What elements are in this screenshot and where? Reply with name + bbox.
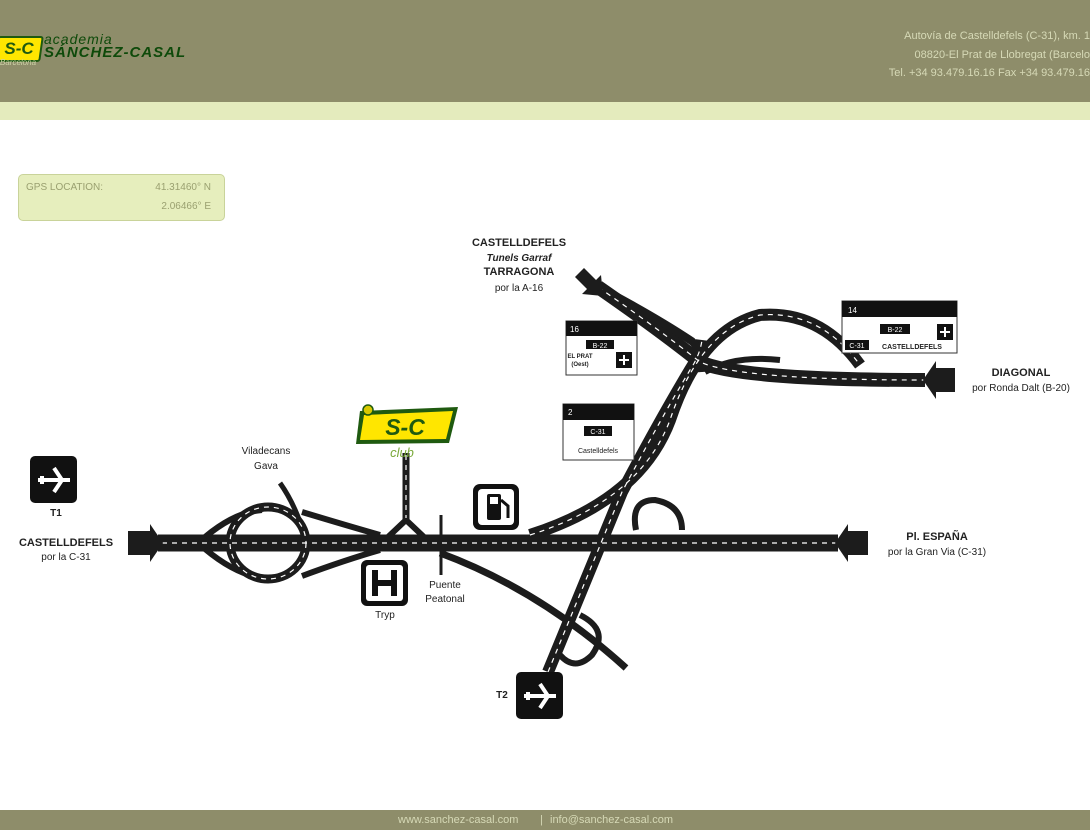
arrow-pl-espana — [835, 524, 868, 562]
sign3-road-2: C-31 — [849, 343, 864, 350]
label-por-c31: por la C-31 — [41, 552, 91, 563]
club-junction — [385, 515, 427, 540]
gps-location-box: GPS LOCATION: 41.31460° N 2.06466° E — [18, 174, 225, 221]
club-text: club — [390, 445, 414, 460]
arrow-a16 — [575, 268, 603, 296]
label-peatonal: Peatonal — [425, 594, 464, 605]
fuel-station-icon — [473, 484, 519, 530]
sign1-text-1: EL PRAT — [567, 354, 592, 360]
slip-road-east — [438, 549, 629, 671]
sign2-road: C-31 — [590, 429, 605, 436]
sign3-road-1: B-22 — [888, 327, 903, 334]
viladecans-ramp — [277, 481, 303, 523]
highway-loop — [631, 496, 685, 531]
sign1-road: B-22 — [593, 343, 608, 350]
ramp-left-top — [203, 507, 263, 540]
logo-subtext: Barcelona — [0, 58, 37, 67]
label-gava: Gava — [254, 461, 278, 472]
road-a16-inner — [610, 290, 706, 373]
sign2-exit-number: 2 — [568, 408, 573, 417]
t2-airport-icon — [516, 672, 563, 719]
label-t1: T1 — [50, 508, 62, 519]
address-line-2: 08820-El Prat de Llobregat (Barcelo — [914, 49, 1090, 61]
label-pl-espana: Pl. ESPAÑA — [906, 530, 968, 543]
label-castelldefels-left: CASTELLDEFELS — [19, 537, 113, 549]
gps-latitude: 41.31460° N — [155, 182, 211, 193]
t1-airport-icon — [30, 456, 77, 503]
label-t2: T2 — [496, 690, 508, 701]
arrow-diagonal — [923, 361, 955, 399]
footer-email-link[interactable]: info@sanchez-casal.com — [550, 814, 674, 826]
footer-website-link[interactable]: www.sanchez-casal.com — [398, 814, 519, 826]
gps-longitude: 2.06466° E — [161, 201, 211, 212]
sign3-exit-number: 14 — [848, 306, 857, 315]
label-por-ronda: por Ronda Dalt (B-20) — [972, 383, 1070, 394]
ramp-left-bottom — [203, 546, 263, 581]
label-por-granvia: por la Gran Via (C-31) — [888, 547, 986, 558]
label-tarragona: TARRAGONA — [484, 266, 555, 278]
ramp-right-bottom — [300, 547, 381, 579]
phone-fax-line: Tel. +34 93.479.16.16 Fax +34 93.479.16 — [888, 67, 1090, 79]
footer-separator: | — [540, 814, 543, 826]
header-bar: S-C Barcelona academia SÁNCHEZ-CASAL Aut… — [0, 0, 1090, 102]
club-logo[interactable]: S-C club — [356, 404, 458, 460]
road-sign-c31: 2 C-31 Castelldefels — [562, 403, 635, 461]
club-badge-text: S-C — [385, 414, 425, 440]
road-sign-b22: 16 B-22 EL PRAT (Oest) — [565, 320, 638, 376]
label-viladecans: Viladecans — [242, 446, 291, 457]
logo-academia: academia — [44, 31, 113, 47]
label-por-a16: por la A-16 — [495, 283, 544, 294]
road-sign-castelldefels: 14 B-22 C-31 CASTELLDEFELS — [841, 300, 958, 354]
t2-loop — [557, 612, 602, 667]
hotel-icon — [361, 560, 408, 606]
address-line-1: Autovía de Castelldefels (C-31), km. 1 — [904, 30, 1090, 42]
footer-bar: www.sanchez-casal.com | info@sanchez-cas… — [0, 810, 1090, 830]
header-strip — [0, 102, 1090, 120]
gps-label: GPS LOCATION: — [26, 182, 104, 193]
arrow-castelldefels-left — [128, 524, 163, 562]
sign1-text-2: (Oest) — [571, 362, 588, 368]
label-tunels: Tunels Garraf — [487, 253, 554, 264]
label-castelldefels-top: CASTELLDEFELS — [472, 237, 566, 249]
sign3-text: CASTELLDEFELS — [882, 344, 942, 351]
logo-sanchez-casal: SÁNCHEZ-CASAL — [44, 44, 187, 61]
sign2-text: Castelldefels — [578, 448, 619, 455]
label-tryp: Tryp — [375, 610, 395, 621]
sign1-exit-number: 16 — [570, 325, 579, 334]
diagonal-merge — [703, 355, 781, 375]
label-diagonal: DIAGONAL — [992, 367, 1051, 379]
ramp-right-top — [301, 509, 381, 538]
label-puente: Puente — [429, 580, 461, 591]
